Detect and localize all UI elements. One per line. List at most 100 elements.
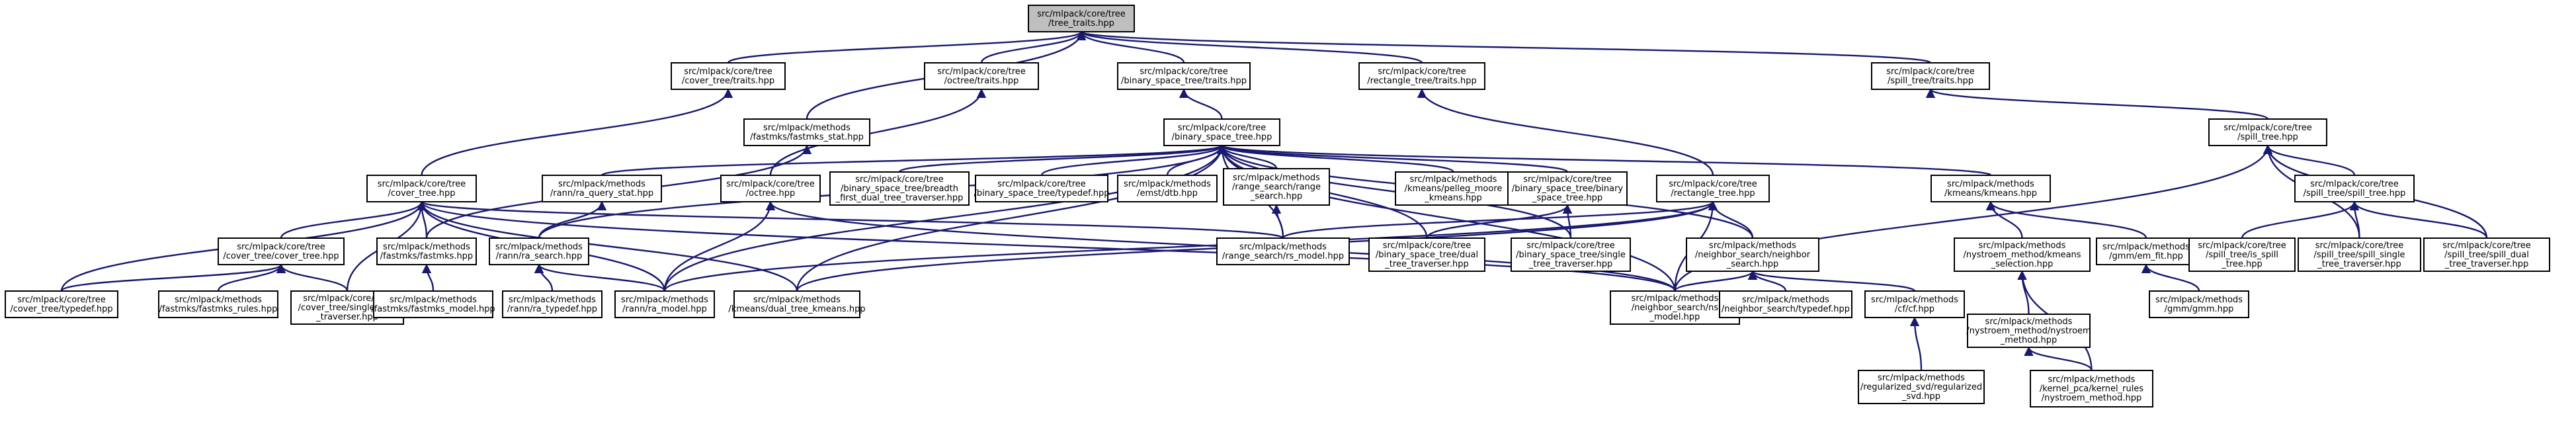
node-label-line: _traverser.hpp	[315, 312, 378, 322]
node-fastmks[interactable]: src/mlpack/methods/fastmks/fastmks.hpp	[376, 237, 477, 265]
node-ns_ns[interactable]: src/mlpack/methods/neighbor_search/neigh…	[1686, 237, 1819, 272]
node-spill_traits[interactable]: src/mlpack/core/tree/spill_tree/traits.h…	[1871, 62, 1990, 90]
node-ra_typedef[interactable]: src/mlpack/methods/rann/ra_typedef.hpp	[502, 290, 602, 318]
node-box	[1117, 62, 1251, 90]
node-label-line: /binary_space_tree/typedef.hpp	[974, 189, 1110, 198]
node-label-line: /rann/ra_model.hpp	[622, 304, 707, 314]
node-rectangle_tree[interactable]: src/mlpack/core/tree/rectangle_tree.hpp	[1656, 175, 1770, 202]
edge-ra_model-to-rectangle_tree	[663, 200, 1718, 292]
node-cf[interactable]: src/mlpack/methods/cf/cf.hpp	[1864, 290, 1965, 318]
edge-breadth_first-to-bst	[898, 144, 1227, 173]
node-box	[975, 175, 1108, 202]
node-is_spill[interactable]: src/mlpack/core/tree/spill_tree/is_spill…	[2188, 237, 2296, 272]
node-breadth_first[interactable]: src/mlpack/core/tree/binary_space_tree/b…	[829, 171, 970, 206]
node-bst_traits[interactable]: src/mlpack/core/tree/binary_space_tree/t…	[1117, 62, 1251, 90]
node-box	[1871, 62, 1990, 90]
node-fastmks_rules[interactable]: src/mlpack/methods/fastmks/fastmks_rules…	[158, 290, 278, 318]
node-range_search[interactable]: src/mlpack/methods/range_search/range_se…	[1223, 168, 1330, 206]
node-bst_binary[interactable]: src/mlpack/core/tree/binary_space_tree/b…	[1507, 171, 1628, 206]
node-box	[502, 290, 602, 318]
node-label-line: /gmm/gmm.hpp	[2165, 304, 2234, 314]
node-em_fit[interactable]: src/mlpack/methods/gmm/em_fit.hpp	[2096, 237, 2196, 265]
node-label-line: /cf/cf.hpp	[1895, 304, 1934, 314]
node-kernel_pca[interactable]: src/mlpack/methods/kernel_pca/kernel_rul…	[2030, 370, 2153, 407]
node-kmeans[interactable]: src/mlpack/methods/kmeans/kmeans.hpp	[1931, 175, 2051, 202]
node-label-line: /rectangle_tree/traits.hpp	[1367, 76, 1477, 86]
node-spill_tree[interactable]: src/mlpack/core/tree/spill_tree.hpp	[2208, 118, 2327, 146]
node-box	[376, 237, 477, 265]
edge-cover_tree-to-cover_traits	[421, 88, 733, 176]
node-box	[1719, 290, 1852, 318]
node-label-line: src/mlpack/core/tree	[1178, 123, 1267, 133]
node-label-line: /binary_space_tree/traits.hpp	[1121, 76, 1247, 86]
node-box	[366, 175, 477, 202]
node-rect_traits[interactable]: src/mlpack/core/tree/rectangle_tree/trai…	[1358, 62, 1485, 90]
node-bst[interactable]: src/mlpack/core/tree/binary_space_tree.h…	[1163, 118, 1280, 146]
node-label-line: /spill_tree/spill_single	[2313, 250, 2405, 260]
node-octree_traits[interactable]: src/mlpack/core/tree/octree/traits.hpp	[924, 62, 1039, 90]
node-ns_typedef[interactable]: src/mlpack/methods/neighbor_search/typed…	[1719, 290, 1852, 318]
edge-reg_svd-to-cf	[1909, 316, 1923, 371]
node-box	[1395, 171, 1512, 206]
node-octree[interactable]: src/mlpack/core/tree/octree.hpp	[720, 175, 821, 202]
node-rs_query_stat[interactable]: src/mlpack/methods/rann/ra_query_stat.hp…	[542, 175, 662, 202]
node-box	[1223, 168, 1330, 206]
node-ct_single[interactable]: src/mlpack/core/tree/cover_tree/single_t…	[290, 290, 404, 325]
node-spill_single[interactable]: src/mlpack/core/tree/spill_tree/spill_si…	[2298, 237, 2421, 272]
node-label-line: src/mlpack/methods	[509, 295, 596, 305]
node-label-line: _tree.hpp	[2221, 259, 2263, 269]
node-box	[743, 118, 870, 146]
node-label-line: src/mlpack/methods	[1239, 242, 1327, 252]
node-fastmks_model[interactable]: src/mlpack/methods/fastmks/fastmks_model…	[371, 290, 495, 318]
node-nystroem_method[interactable]: src/mlpack/methods/nystroem_method/nystr…	[1966, 314, 2091, 348]
node-bst_single[interactable]: src/mlpack/core/tree/binary_space_tree/s…	[1511, 237, 1631, 272]
edge-bst-to-bst_traits	[1179, 88, 1223, 120]
node-bst_typedef[interactable]: src/mlpack/core/tree/binary_space_tree/t…	[974, 175, 1110, 202]
node-label-line: src/mlpack/core/tree	[2198, 241, 2286, 251]
node-bst_dual[interactable]: src/mlpack/core/tree/binary_space_tree/d…	[1368, 237, 1485, 272]
node-rs_model[interactable]: src/mlpack/methods/range_search/rs_model…	[1216, 237, 1350, 265]
node-label-line: src/mlpack/methods	[1632, 294, 1719, 304]
edge-rectangle_tree-to-rect_traits	[1417, 88, 1714, 176]
node-label-line: /binary_space_tree.hpp	[1172, 132, 1272, 142]
node-box	[2298, 237, 2421, 272]
node-label-line: src/mlpack/methods	[1410, 175, 1497, 185]
edge-ct_cover-to-cover_tree	[280, 200, 427, 239]
node-label-line: src/mlpack/core/tree	[2315, 241, 2404, 251]
node-reg_svd[interactable]: src/mlpack/methods/regularized_svd/regul…	[1858, 370, 1985, 404]
node-fastmks_stat[interactable]: src/mlpack/methods/fastmks/fastmks_stat.…	[743, 118, 870, 146]
edge-dual_tree_kmeans-to-cover_tree	[417, 200, 798, 292]
edge-ra_model-to-octree	[663, 200, 776, 292]
edge-fastmks_model-to-fastmks	[421, 263, 435, 292]
node-label-line: src/mlpack/methods	[1709, 241, 1796, 251]
node-nystroem_kmeans[interactable]: src/mlpack/methods/nystroem_method/kmean…	[1954, 237, 2091, 272]
node-gmm[interactable]: src/mlpack/methods/gmm/gmm.hpp	[2149, 290, 2249, 318]
node-box	[373, 290, 493, 318]
node-ra_model[interactable]: src/mlpack/methods/rann/ra_model.hpp	[614, 290, 715, 318]
node-label-line: /cover_tree.hpp	[388, 189, 455, 198]
node-ct_typedef[interactable]: src/mlpack/core/tree/cover_tree/typedef.…	[5, 290, 118, 318]
node-label-line: /kmeans/pelleg_moore	[1405, 184, 1503, 194]
node-box	[1931, 175, 2051, 202]
node-label-line: /cover_tree/cover_tree.hpp	[223, 251, 339, 261]
node-cover_tree[interactable]: src/mlpack/core/tree/cover_tree.hpp	[366, 175, 477, 202]
node-label-line: src/mlpack/core/tree	[1523, 175, 1612, 185]
node-ra_search[interactable]: src/mlpack/methods/rann/ra_search.hpp	[489, 237, 589, 265]
node-label-line: /fastmks/fastmks_rules.hpp	[159, 304, 278, 314]
node-box	[2149, 290, 2249, 318]
node-ns_model[interactable]: src/mlpack/methods/neighbor_search/ns_mo…	[1610, 290, 1740, 325]
node-box	[1117, 175, 1218, 202]
edge-is_spill-to-spill_spill	[2241, 200, 2360, 239]
node-box	[1358, 62, 1485, 90]
node-spill_spill[interactable]: src/mlpack/core/tree/spill_tree/spill_tr…	[2294, 175, 2415, 202]
node-label-line: src/mlpack/core/tree	[937, 67, 1026, 77]
node-ct_cover[interactable]: src/mlpack/core/tree/cover_tree/cover_tr…	[218, 237, 345, 265]
node-spill_dual[interactable]: src/mlpack/core/tree/spill_tree/spill_du…	[2423, 237, 2550, 272]
node-emst_dtb[interactable]: src/mlpack/methods/emst/dtb.hpp	[1117, 175, 1218, 202]
node-pelleg_moore[interactable]: src/mlpack/methods/kmeans/pelleg_moore_k…	[1395, 171, 1512, 206]
node-dual_tree_kmeans[interactable]: src/mlpack/methods/kmeans/dual_tree_kmea…	[728, 290, 866, 318]
node-root[interactable]: src/mlpack/core/tree/tree_traits.hpp	[1028, 5, 1135, 32]
node-cover_traits[interactable]: src/mlpack/core/tree/cover_tree/traits.h…	[671, 62, 786, 90]
edge-ct_single-to-ct_cover	[276, 263, 349, 292]
node-label-line: src/mlpack/core/tree	[2442, 241, 2531, 251]
